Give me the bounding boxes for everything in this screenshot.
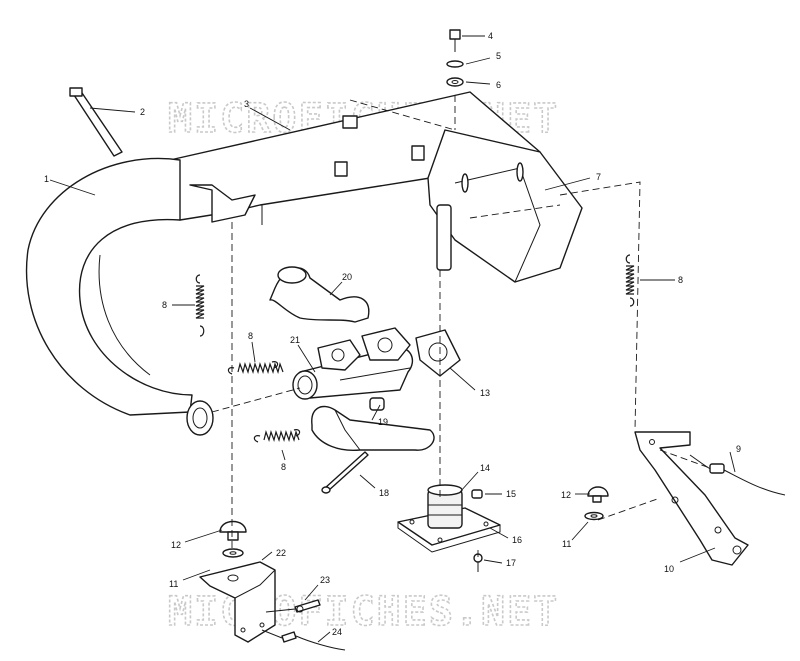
callout-12-right: 12 xyxy=(561,490,571,500)
spring-right xyxy=(625,254,635,307)
callout-8-right: 8 xyxy=(678,275,683,285)
left-bracket xyxy=(199,561,276,643)
callout-16: 16 xyxy=(512,535,522,545)
callout-2: 2 xyxy=(140,107,145,117)
callout-24: 24 xyxy=(332,627,342,637)
callout-7: 7 xyxy=(596,172,601,182)
callout-6: 6 xyxy=(496,80,501,90)
grommet xyxy=(369,397,385,411)
callout-21: 21 xyxy=(290,335,300,345)
spring-middle-upper xyxy=(227,361,284,375)
callout-19: 19 xyxy=(378,417,388,427)
watermark-bottom: MICROFICHES.NET xyxy=(168,589,559,635)
callout-23: 23 xyxy=(320,575,330,585)
spring-middle-lower xyxy=(253,429,301,443)
callout-15: 15 xyxy=(506,489,516,499)
callout-18: 18 xyxy=(379,488,389,498)
heat-shield xyxy=(427,129,583,283)
leader-lines xyxy=(49,35,736,643)
callout-8-middle-upper: 8 xyxy=(248,331,253,341)
cable-23 xyxy=(265,599,321,613)
callout-20: 20 xyxy=(342,272,352,282)
rubber-cap-left xyxy=(219,520,247,558)
flange-gasket xyxy=(415,329,461,377)
elbow-pipe-upper xyxy=(269,266,370,323)
cable-9 xyxy=(689,454,786,496)
rubber-cap-right xyxy=(584,486,609,521)
callout-4: 4 xyxy=(488,31,493,41)
small-washer xyxy=(471,489,483,499)
assembly-lines xyxy=(211,95,711,560)
bolt-stack xyxy=(446,29,464,87)
callout-9: 9 xyxy=(736,444,741,454)
cable-strap xyxy=(69,87,123,157)
small-bolt xyxy=(473,553,483,572)
callout-14: 14 xyxy=(480,463,490,473)
callout-numbers: 1 2 3 4 5 6 7 8 8 8 8 9 10 11 11 12 12 1… xyxy=(44,31,741,637)
right-bracket xyxy=(634,431,749,566)
cable-24 xyxy=(261,629,346,651)
callout-11-right: 11 xyxy=(562,539,571,549)
callout-3: 3 xyxy=(244,99,249,109)
callout-12-left: 12 xyxy=(171,540,181,550)
callout-1: 1 xyxy=(44,174,49,184)
callout-22: 22 xyxy=(276,548,286,558)
long-bolt xyxy=(321,451,369,494)
callout-8-middle-lower: 8 xyxy=(281,462,286,472)
callout-17: 17 xyxy=(506,558,516,568)
callout-5: 5 xyxy=(496,51,501,61)
y-pipe xyxy=(292,327,413,400)
callout-13: 13 xyxy=(480,388,490,398)
callout-11-left: 11 xyxy=(169,579,178,589)
spring-left-upper xyxy=(195,274,205,337)
callout-8-left: 8 xyxy=(162,300,167,310)
elbow-shield-lower xyxy=(311,405,435,452)
rubber-mount-base xyxy=(397,484,501,553)
callout-10: 10 xyxy=(664,564,674,574)
exhaust-pipe xyxy=(25,91,541,436)
